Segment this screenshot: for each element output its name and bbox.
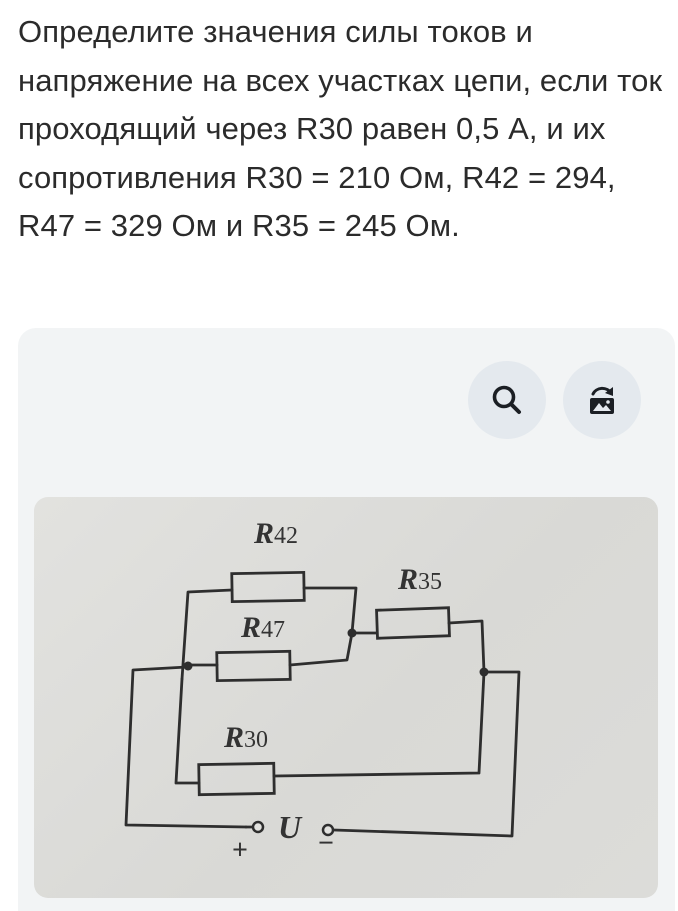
plus-sign: + [232, 835, 248, 866]
r47-resistor [215, 649, 292, 683]
junction-right [479, 667, 489, 677]
r35-label: R35 [397, 563, 442, 596]
r35-resistor [375, 606, 451, 640]
inner-left-wire [180, 588, 234, 681]
r30-resistor [197, 761, 276, 797]
minus-terminal [321, 823, 335, 837]
r42-resistor [230, 570, 306, 604]
zoom-button[interactable] [468, 361, 546, 439]
junction-middle [347, 628, 357, 638]
circuit-photo[interactable]: R42 R35 R47 R30 U + − [34, 497, 658, 898]
r42-label: R42 [253, 517, 298, 550]
voltage-label: U [278, 809, 303, 845]
minus-sign: − [318, 828, 334, 859]
r47-label: R47 [240, 611, 285, 644]
search-icon [492, 385, 521, 414]
outer-left-wire [124, 665, 248, 829]
rotate-image-button[interactable] [563, 361, 641, 439]
attachment-card: R42 R35 R47 R30 U + − [18, 328, 675, 911]
plus-terminal [251, 820, 265, 834]
rotate-image-icon [590, 386, 614, 414]
question-text: Определите значения силы токов и напряже… [18, 14, 663, 243]
r30-label: R30 [223, 721, 268, 754]
junction-left [183, 661, 193, 671]
outer-right-wire [332, 670, 521, 838]
r42-wire [302, 586, 358, 635]
right-inner-wire [272, 670, 486, 778]
circuit-diagram: R42 R35 R47 R30 U + − [124, 517, 521, 866]
